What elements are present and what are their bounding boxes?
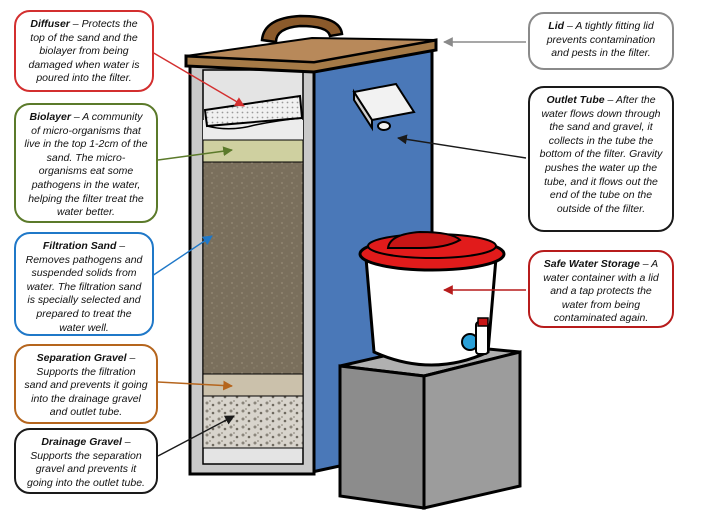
arrow-drainage-gravel — [157, 415, 235, 457]
callout-diffuser-term: Diffuser — [30, 18, 70, 30]
callout-drainage-gravel: Drainage Gravel – Supports the separatio… — [14, 428, 158, 494]
callout-filtration-sand: Filtration Sand – Removes pathogens and … — [14, 232, 154, 336]
arrow-biolayer — [157, 146, 233, 161]
callout-safe-water-storage-text: – A water container with a lid and a tap… — [543, 258, 659, 325]
bucket-lid-handle — [386, 230, 462, 249]
callout-biolayer-text: – A community of micro-organisms that li… — [24, 111, 148, 219]
callout-outlet-tube: Outlet Tube – After the water flows down… — [528, 86, 674, 232]
callout-diffuser: Diffuser – Protects the top of the sand … — [14, 10, 154, 92]
callout-lid: Lid – A tightly fitting lid prevents con… — [528, 12, 674, 70]
callout-filtration-sand-term: Filtration Sand — [42, 240, 117, 252]
arrow-diffuser — [151, 51, 245, 107]
outlet-hood-side — [353, 88, 373, 132]
callout-lid-text: – A tightly fitting lid prevents contami… — [546, 20, 656, 60]
callout-biolayer-term: Biolayer — [29, 111, 71, 123]
bucket-tap — [475, 321, 489, 355]
callout-drainage-gravel-term: Drainage Gravel — [41, 436, 122, 448]
callout-filtration-sand-text: – Removes pathogens and suspended solids… — [25, 240, 143, 334]
callout-safe-water-storage: Safe Water Storage – A water container w… — [528, 250, 674, 328]
callout-outlet-tube-term: Outlet Tube — [546, 94, 605, 106]
callout-separation-gravel-text: – Supports the filtration sand and preve… — [24, 352, 148, 419]
arrow-separation-gravel — [157, 380, 233, 391]
arrow-outlet-tube — [397, 134, 527, 159]
bucket-tap-handle — [477, 317, 489, 327]
callout-biolayer: Biolayer – A community of micro-organism… — [14, 103, 158, 223]
biolayer-layer — [202, 139, 304, 163]
stand-front — [338, 364, 426, 510]
callout-lid-term: Lid — [548, 20, 565, 32]
callout-safe-water-storage-term: Safe Water Storage — [543, 258, 640, 270]
filter-lid-top — [185, 36, 437, 64]
callout-outlet-tube-text: – After the water flows down through the… — [539, 94, 663, 215]
callout-drainage-gravel-text: – Supports the separation gravel and pre… — [27, 436, 145, 489]
lid-handle — [260, 14, 344, 44]
callout-separation-gravel: Separation Gravel – Supports the filtrat… — [14, 344, 158, 424]
stand-side — [422, 350, 522, 510]
outlet-spout — [377, 121, 391, 131]
callout-diffuser-text: – Protects the top of the sand and the b… — [28, 18, 140, 85]
diffuser-rim — [206, 117, 303, 130]
filtration-sand-layer — [202, 161, 304, 375]
arrow-filtration-sand — [151, 235, 213, 277]
callout-separation-gravel-term: Separation Gravel — [36, 352, 127, 364]
drainage-gravel-layer — [202, 395, 304, 449]
